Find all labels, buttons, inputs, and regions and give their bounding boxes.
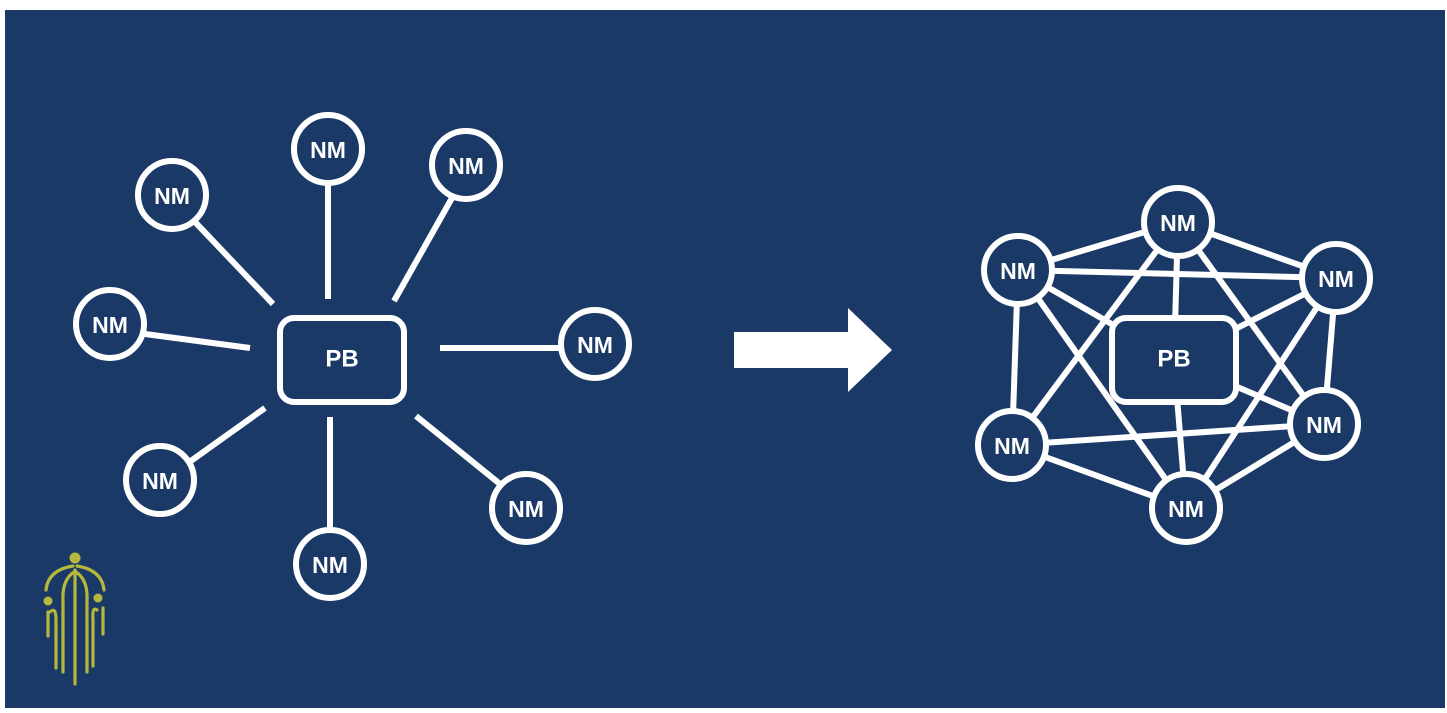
left-node-5: NM [558,307,632,381]
left-node-3-label: NM [154,183,190,209]
right-node-3: NM [1299,241,1373,315]
logo-head-right [93,593,103,603]
logo-branch-right-outer [75,564,106,592]
left-node-7-label: NM [508,496,544,522]
left-node-5-label: NM [577,332,613,358]
logo-head-left [43,596,53,606]
left-node-6-circle [123,443,197,517]
left-node-5-circle [558,307,632,381]
right-hub: PB [1109,315,1239,405]
right-node-4-circle [975,408,1049,482]
logo-figure-left [48,608,58,670]
logo-head-center [69,552,81,564]
right-node-3-circle [1299,241,1373,315]
right-edge [1183,276,1339,510]
logo-branch-right-inner [74,570,89,674]
tree-figures-logo [43,552,106,686]
left-node-3-circle [135,158,209,232]
left-node-4-label: NM [92,312,128,338]
right-node-6: NM [1149,471,1223,545]
right-edge [1009,220,1181,447]
left-spokes [144,183,560,530]
logo-branch-left-outer [44,564,75,592]
left-node-1-circle [291,112,365,186]
right-hub-label: PB [1157,346,1190,373]
left-spoke-8 [414,413,502,487]
left-node-1-label: NM [310,137,346,163]
left-node-3: NM [135,158,209,232]
left-hub: PB [277,315,407,405]
right-edge [1011,421,1325,448]
left-node-8: NM [293,527,367,601]
left-node-8-circle [293,527,367,601]
left-node-6: NM [123,443,197,517]
left-spoke-3 [391,196,455,303]
left-node-7-circle [489,471,563,545]
right-node-6-label: NM [1168,496,1204,522]
left-node-2: NM [429,128,503,202]
right-hub-box [1109,315,1239,405]
right-diagram: PB NM NM NM NM NM [975,185,1373,545]
left-spoke-6 [186,405,267,466]
right-arrow-icon [734,308,892,392]
left-node-4-circle [73,287,147,361]
right-node-4-label: NM [994,433,1030,459]
left-node-1: NM [291,112,365,186]
right-node-2: NM [981,233,1055,307]
left-spoke-1 [192,219,276,307]
right-edge [1015,268,1189,510]
left-hub-box [277,315,407,405]
right-node-5-circle [1287,387,1361,461]
left-node-6-label: NM [142,468,178,494]
right-node-6-circle [1149,471,1223,545]
left-node-2-circle [429,128,503,202]
left-node-2-label: NM [448,153,484,179]
right-node-5: NM [1287,387,1361,461]
left-node-7: NM [489,471,563,545]
left-diagram: PB NM NM NM NM NM [73,112,632,601]
right-node-2-circle [981,233,1055,307]
left-spoke-4 [144,331,251,351]
logo-branch-left-inner [61,570,76,674]
right-node-4: NM [975,408,1049,482]
right-node-1-circle [1141,185,1215,259]
right-node-3-label: NM [1318,266,1354,292]
right-node-1: NM [1141,185,1215,259]
logo-figure-right [91,607,99,668]
right-node-5-label: NM [1306,412,1342,438]
left-node-4: NM [73,287,147,361]
left-hub-label: PB [325,346,358,373]
right-node-1-label: NM [1160,210,1196,236]
right-node-2-label: NM [1000,258,1036,284]
left-node-8-label: NM [312,552,348,578]
